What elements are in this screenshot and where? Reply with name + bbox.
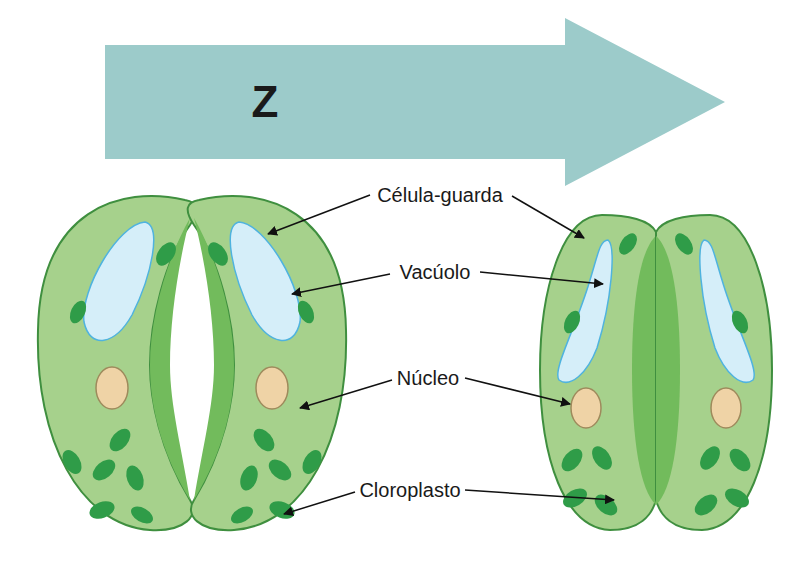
part-label: Cloroplasto — [357, 479, 462, 502]
part-label: Vacúolo — [398, 261, 473, 284]
leader-lines — [268, 195, 614, 514]
arrow-letter: Z — [252, 77, 279, 127]
part-label: Célula-guarda — [375, 184, 505, 207]
arrow-band: Z — [105, 18, 725, 186]
guard-cell — [656, 215, 772, 530]
part-label: Núcleo — [395, 367, 461, 390]
guard-cell — [540, 215, 656, 530]
guard-cell — [38, 196, 196, 530]
guard-cell — [188, 196, 346, 530]
arrow-shape — [105, 18, 725, 186]
